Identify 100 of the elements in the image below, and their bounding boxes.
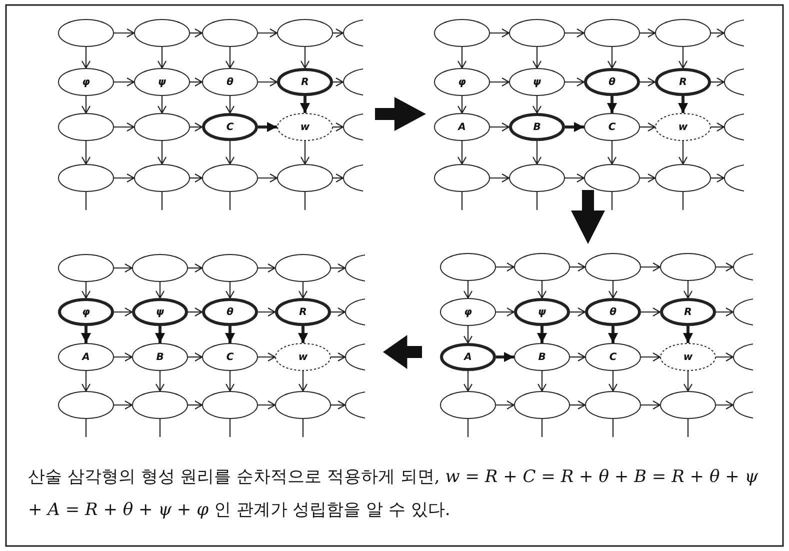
arrow — [570, 352, 586, 362]
arrow — [298, 326, 308, 343]
ellipse-node: φ — [434, 68, 490, 96]
arrow — [496, 262, 515, 272]
ellipse-node — [277, 164, 333, 192]
bold-ellipse-node: φ — [58, 298, 114, 326]
ellipse-node — [440, 253, 496, 281]
arrow — [258, 122, 277, 132]
ellipse-node — [655, 164, 711, 192]
arrow — [300, 47, 310, 69]
stub-line — [612, 419, 614, 437]
caption-text: 산술 삼각형의 형성 원리를 순차적으로 적용하게 되면, w = R + C = R + θ + B = R + θ + ψ + A = R + θ + ψ + φ 인 관계가 성립함을 알 수 있다. — [28, 466, 760, 522]
arrow — [532, 141, 542, 165]
ellipse-node — [277, 19, 333, 47]
ellipse-node — [202, 391, 258, 419]
bold-ellipse-node: θ — [584, 68, 640, 96]
ellipse-node — [132, 254, 188, 282]
step-arrow — [383, 335, 422, 369]
arrow — [300, 96, 310, 113]
arrow — [331, 307, 346, 317]
stub-line — [541, 419, 543, 437]
arrow — [258, 400, 276, 410]
arrow — [258, 173, 278, 183]
stub-line — [159, 419, 161, 437]
arrow — [114, 400, 133, 410]
ellipse-node — [202, 254, 258, 282]
ellipse-node — [275, 254, 331, 282]
ellipse-node — [434, 164, 490, 192]
arrow — [537, 326, 547, 343]
stub-line — [467, 419, 469, 437]
arrow — [565, 28, 585, 38]
arrow — [640, 77, 656, 87]
arrow — [711, 28, 725, 38]
arrow — [565, 173, 585, 183]
bold-ellipse-node: ψ — [132, 298, 188, 326]
arrow — [490, 77, 510, 87]
step-arrow — [571, 190, 605, 244]
ellipse-node — [58, 391, 114, 419]
arrow — [496, 400, 515, 410]
ellipse-node: C — [202, 343, 258, 371]
arrow — [683, 281, 693, 299]
arrow — [258, 352, 276, 362]
arrow — [532, 47, 542, 69]
arrow — [463, 371, 473, 392]
ellipse-node: B — [132, 343, 188, 371]
bold-ellipse-node: A — [440, 343, 496, 371]
arrow — [225, 282, 235, 299]
arrow — [114, 352, 133, 362]
arrow — [496, 352, 514, 362]
arrow — [298, 371, 308, 392]
arrow — [155, 282, 165, 299]
stub-line — [611, 192, 613, 210]
ellipse-node — [514, 391, 570, 419]
arrow — [457, 141, 467, 165]
ellipse-node: A — [58, 343, 114, 371]
arrow — [716, 307, 734, 317]
arrow — [640, 173, 656, 183]
arrow — [641, 307, 661, 317]
ellipse-node — [132, 391, 188, 419]
ellipse-node — [275, 391, 331, 419]
arrow — [114, 263, 133, 273]
arrow — [298, 282, 308, 299]
stub-line — [304, 192, 306, 210]
ellipse-node — [58, 19, 114, 47]
arrow — [114, 77, 135, 87]
stub-line — [85, 192, 87, 210]
arrow — [81, 326, 91, 343]
ellipse-node — [514, 253, 570, 281]
arrow — [716, 262, 734, 272]
arrow — [683, 326, 693, 343]
ellipse-node — [434, 19, 490, 47]
arrow — [190, 28, 203, 38]
ellipse-node — [585, 391, 641, 419]
stub-line — [85, 419, 87, 437]
arrow — [225, 371, 235, 392]
arrow — [331, 400, 346, 410]
arrow — [81, 141, 91, 165]
ellipse-node — [655, 19, 711, 47]
arrow — [641, 262, 661, 272]
ellipse-node: θ — [202, 68, 258, 96]
arrow — [570, 400, 586, 410]
ellipse-node — [58, 254, 114, 282]
ellipse-node — [584, 19, 640, 47]
arrow — [190, 173, 203, 183]
bold-ellipse-node: B — [509, 113, 565, 141]
arrow — [157, 96, 167, 114]
arrow — [258, 77, 278, 87]
ellipse-node — [509, 19, 565, 47]
arrow — [188, 263, 203, 273]
arrow — [641, 352, 661, 362]
dotted-ellipse-node: w — [277, 113, 333, 141]
arrow — [607, 141, 617, 165]
arrow — [114, 307, 133, 317]
arrow — [190, 122, 203, 132]
dotted-ellipse-node: w — [655, 113, 711, 141]
arrow — [457, 47, 467, 69]
arrow — [333, 173, 344, 183]
arrow — [81, 47, 91, 69]
arrow — [114, 173, 135, 183]
arrow — [537, 281, 547, 299]
